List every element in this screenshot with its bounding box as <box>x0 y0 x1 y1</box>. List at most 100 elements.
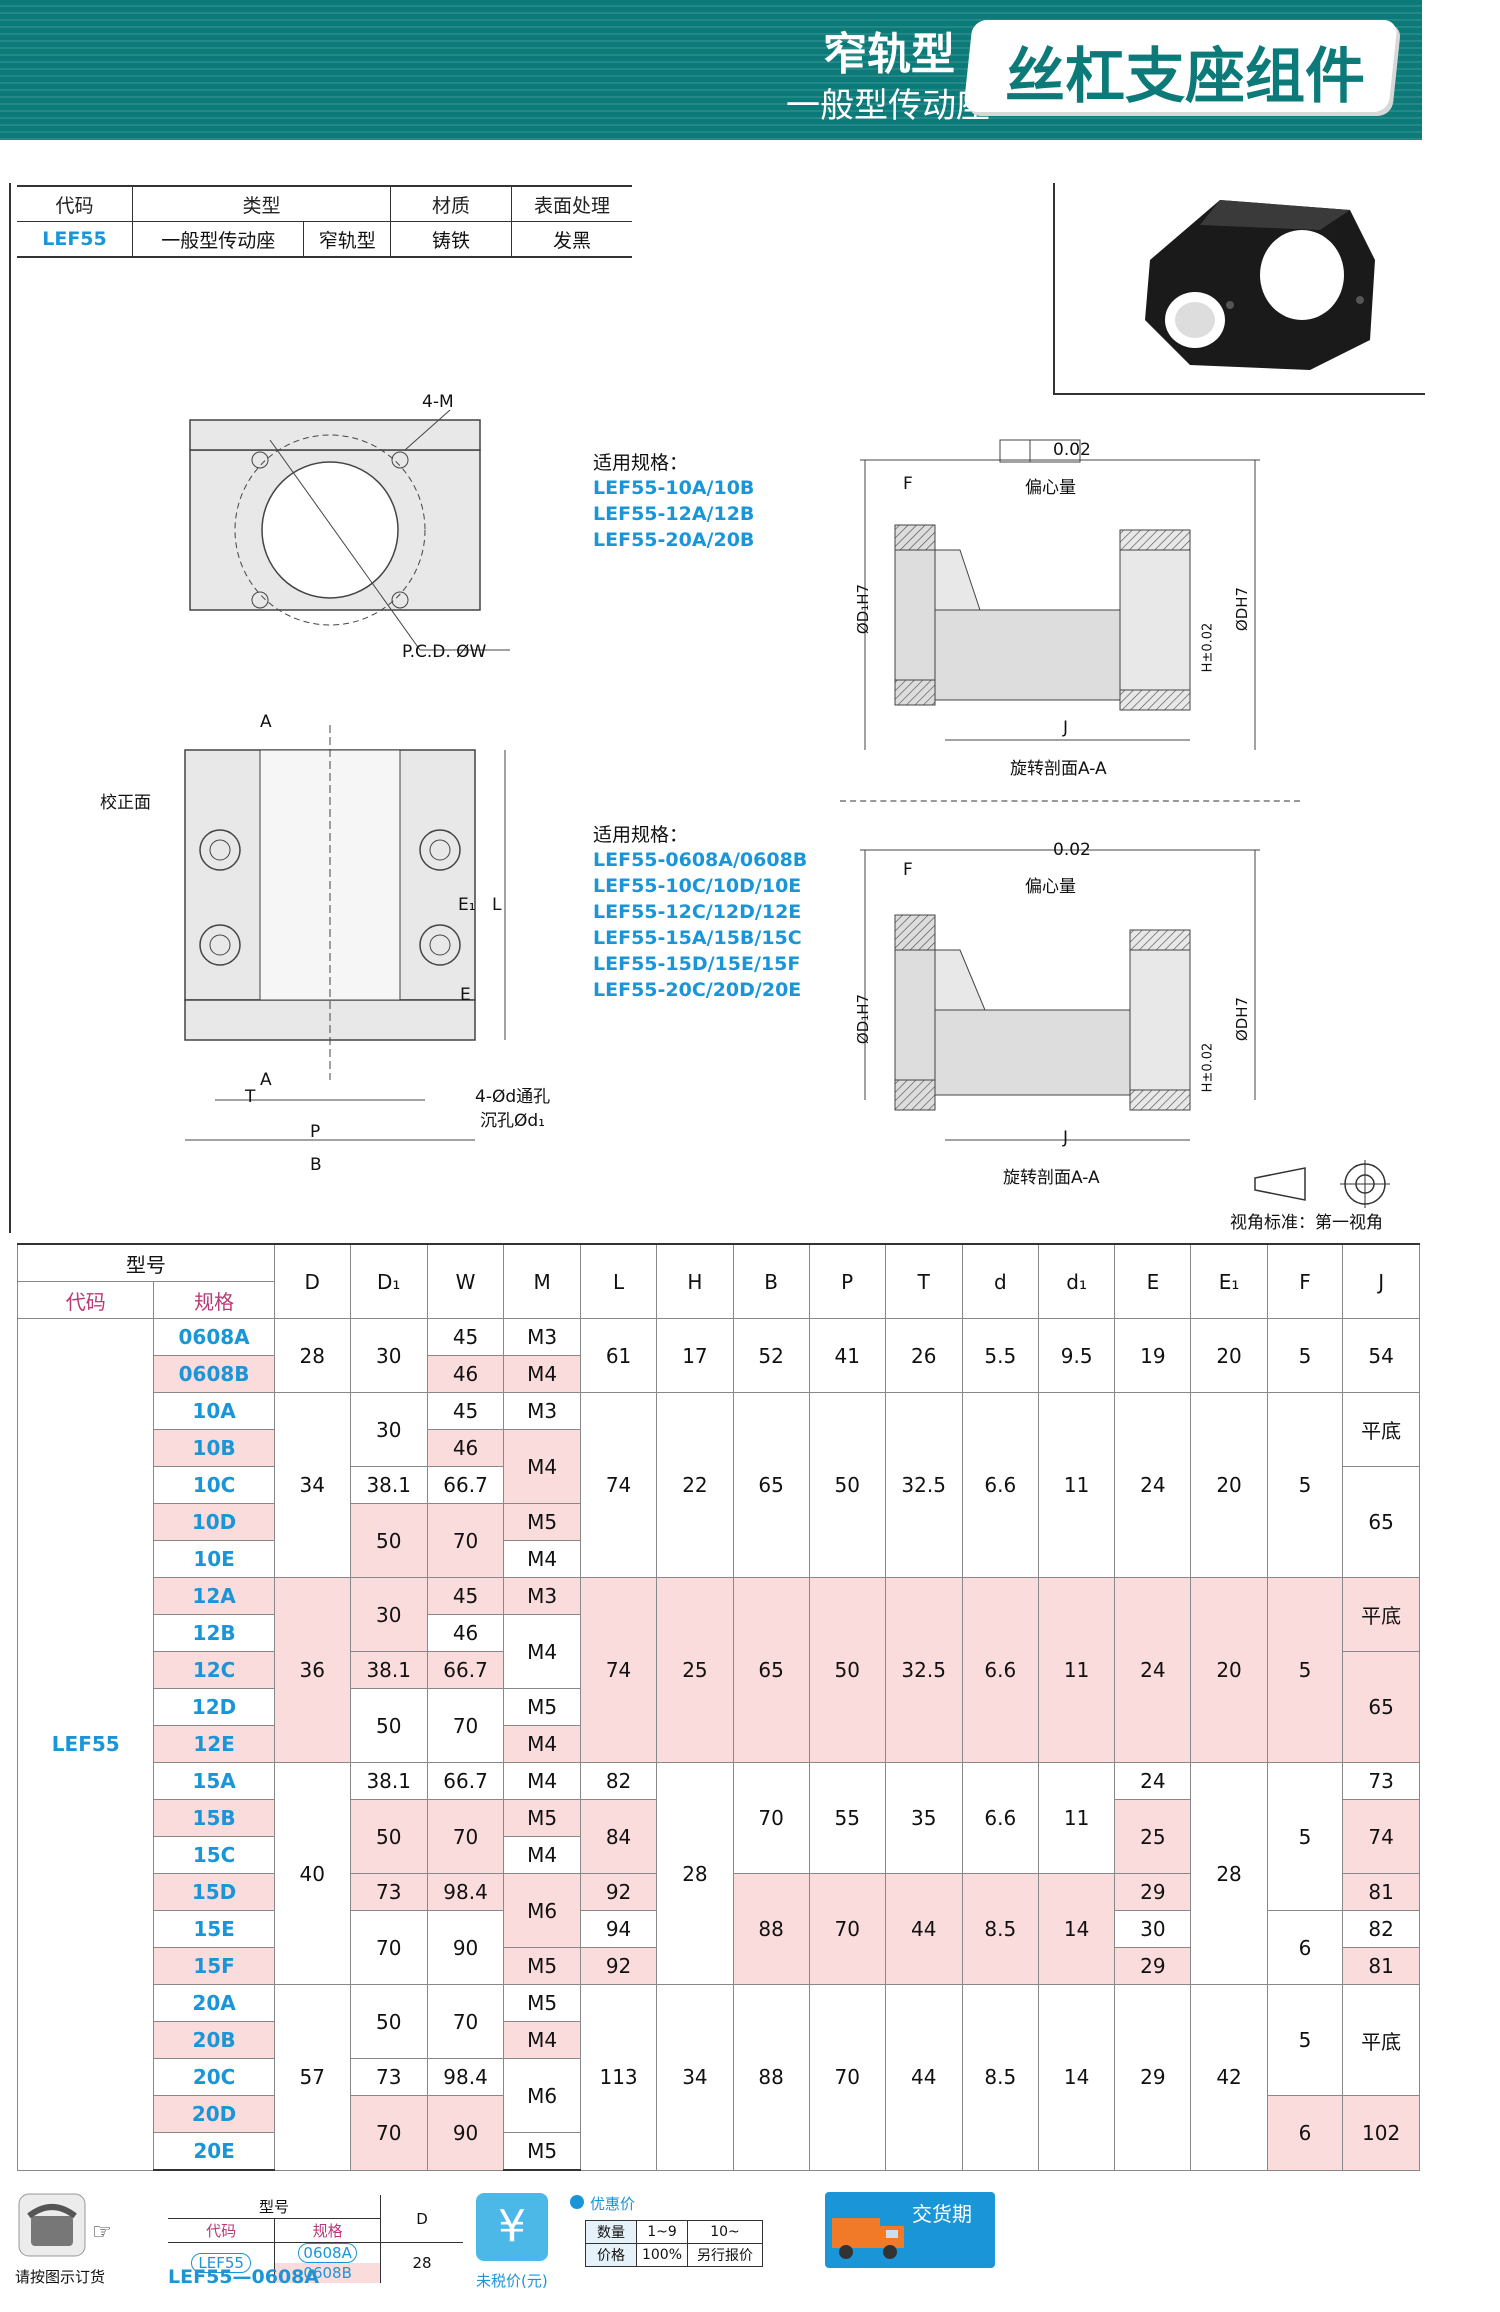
cell: 34 <box>656 1984 734 2171</box>
cell: M4 <box>503 1429 581 1504</box>
label-counterbore: 沉孔Ød₁ <box>480 1111 545 1131</box>
section1-ecc: 偏心量 <box>1025 478 1076 498</box>
mini-code-header: 代码 <box>168 2218 275 2243</box>
spec-table: 代码 类型 材质 表面处理 LEF55 一般型传动座 窄轨型 铸铁 发黑 <box>17 185 632 258</box>
mini-d-header: D <box>380 2195 463 2243</box>
cell: M3 <box>503 1392 581 1430</box>
cell: 50 <box>808 1392 886 1578</box>
table-spec: 15D <box>153 1873 275 1911</box>
cell: 66.7 <box>426 1762 505 1800</box>
applicable-item: LEF55-12A/12B <box>593 503 755 525</box>
cell: 113 <box>579 1984 658 2171</box>
cell: M3 <box>503 1318 581 1356</box>
cell: 17 <box>656 1318 734 1393</box>
cell: 81 <box>1342 1947 1420 1985</box>
col-header: J <box>1342 1243 1420 1319</box>
spec-code: LEF55 <box>42 228 107 250</box>
cell: 88 <box>732 1984 810 2171</box>
col-header: D₁ <box>349 1243 428 1319</box>
cell: 70 <box>426 1984 505 2059</box>
qty-range-1: 1~9 <box>636 2220 688 2244</box>
col-header: D <box>273 1243 351 1319</box>
cell: 11 <box>1037 1762 1116 1874</box>
table-header-spec: 规格 <box>153 1281 275 1319</box>
section1-caption: 旋转剖面A-A <box>1010 759 1107 779</box>
table-spec: 0608B <box>153 1355 275 1393</box>
cell: 46 <box>426 1614 505 1652</box>
col-header: F <box>1266 1243 1344 1319</box>
applicable-item: LEF55-15A/15B/15C <box>593 927 802 949</box>
cell: 50 <box>808 1577 886 1763</box>
cell: 50 <box>349 1688 428 1763</box>
cell: 29 <box>1114 1984 1192 2171</box>
spec-header-type: 类型 <box>132 186 391 222</box>
cell: 30 <box>349 1318 428 1393</box>
applicable-item: LEF55-0608A/0608B <box>593 849 808 871</box>
price-value-2: 另行报价 <box>687 2243 763 2267</box>
label-l: L <box>492 895 502 915</box>
table-spec: 20B <box>153 2021 275 2059</box>
cell: 70 <box>349 2095 428 2171</box>
cell: 66.7 <box>426 1466 505 1504</box>
cell: 19 <box>1114 1318 1192 1393</box>
product-photo-frame <box>1053 183 1425 395</box>
cell: 6 <box>1266 2095 1344 2171</box>
col-header: d₁ <box>1037 1243 1116 1319</box>
cell: 74 <box>579 1577 658 1763</box>
cell: 61 <box>579 1318 658 1393</box>
cell: 5 <box>1266 1762 1344 1911</box>
cell: 32.5 <box>884 1577 963 1763</box>
table-spec: 10C <box>153 1466 275 1504</box>
table-spec: 15C <box>153 1836 275 1874</box>
cell: 70 <box>426 1799 505 1874</box>
cell: M5 <box>503 1688 581 1726</box>
section-view-2 <box>860 849 1260 1141</box>
delivery-truck-icon <box>832 2218 904 2259</box>
header-subtitle: 窄轨型 <box>823 29 955 80</box>
front-view-drawing <box>184 725 506 1141</box>
label-pcd: P.C.D. ØW <box>402 642 487 662</box>
spec-header-material: 材质 <box>390 186 512 222</box>
cell: 74 <box>1342 1799 1420 1874</box>
col-header: H <box>656 1243 734 1319</box>
cell: 25 <box>656 1577 734 1763</box>
cell: 73 <box>349 2058 428 2096</box>
cell: 45 <box>426 1392 505 1430</box>
cell: 70 <box>808 1984 886 2171</box>
table-spec: 15B <box>153 1799 275 1837</box>
col-header: T <box>884 1243 963 1319</box>
price-yuan-icon: ¥ <box>476 2193 548 2261</box>
cell: 20 <box>1190 1577 1268 1763</box>
col-header: P <box>808 1243 886 1319</box>
mini-spec-a-text: 0608A <box>298 2243 357 2263</box>
mini-code-value: LEF55 <box>168 2243 275 2284</box>
cell: 25 <box>1114 1799 1192 1874</box>
order-example-table: 型号 D 代码 规格 LEF55 0608A 28 0608B <box>168 2195 463 2283</box>
cell: 36 <box>273 1577 351 1763</box>
cell: 52 <box>732 1318 810 1393</box>
cell: 81 <box>1342 1873 1420 1911</box>
label-p: P <box>310 1122 321 1142</box>
cell: 90 <box>426 2095 505 2171</box>
cell: 94 <box>579 1910 658 1948</box>
cell: 28 <box>1190 1762 1268 1985</box>
cell: 40 <box>273 1762 351 1985</box>
projection-symbol-icon <box>1254 1160 1390 1208</box>
cell: 6.6 <box>961 1577 1039 1763</box>
mini-d-value: 28 <box>380 2242 463 2283</box>
cell: 5.5 <box>961 1318 1039 1393</box>
section2-caption: 旋转剖面A-A <box>1003 1168 1100 1188</box>
table-spec: 20E <box>153 2132 275 2171</box>
label-b: B <box>310 1155 322 1175</box>
cell: 57 <box>273 1984 351 2171</box>
qty-range-2: 10~ <box>687 2220 763 2244</box>
applicable-item: LEF55-12C/12D/12E <box>593 901 802 923</box>
applicable-list-2: 适用规格： LEF55-0608A/0608B LEF55-10C/10D/10… <box>593 820 807 1003</box>
table-code: LEF55 <box>16 1318 155 2171</box>
label-reference-face: 校正面 <box>100 793 151 813</box>
cell: M4 <box>503 1725 581 1763</box>
cell: 65 <box>1342 1651 1420 1763</box>
cell: 73 <box>349 1873 428 1911</box>
cell: 50 <box>349 1799 428 1874</box>
section2-tol: 0.02 <box>1053 840 1091 860</box>
